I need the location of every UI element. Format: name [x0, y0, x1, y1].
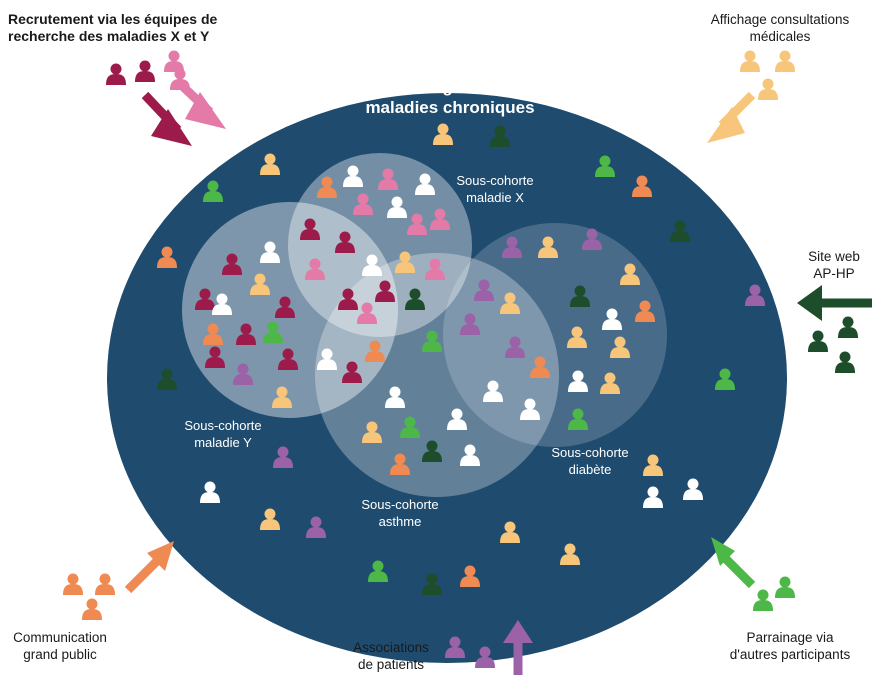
- source-display-label: Affichage consultations médicales: [700, 11, 860, 45]
- source-public-line2: grand public: [23, 647, 97, 662]
- source-person-icon: [838, 316, 858, 338]
- subcohort-diabete-label: Sous-cohorte diabète: [535, 444, 645, 478]
- source-website-label: Site web AP-HP: [795, 248, 873, 282]
- source-patients-label: Associations de patients: [336, 639, 446, 673]
- arrow-patients: [503, 620, 533, 675]
- source-display-line1: Affichage consultations: [710, 12, 850, 27]
- source-person-icon: [82, 598, 102, 620]
- arrow-website: [797, 285, 872, 321]
- subcohort-x-line2: maladie X: [466, 190, 524, 205]
- source-person-icon: [753, 589, 773, 611]
- subcohort-diabete-line2: diabète: [568, 462, 612, 477]
- source-patients-line1: Associations: [353, 640, 429, 655]
- source-public-line1: Communication: [13, 630, 107, 645]
- general-cohort-title: Suivi général maladies chroniques: [330, 76, 570, 118]
- source-person-icon: [775, 50, 795, 72]
- source-sponsorship-line2: d'autres participants: [729, 647, 851, 662]
- general-cohort-title-line2: maladies chroniques: [365, 98, 535, 117]
- source-person-icon: [135, 60, 155, 82]
- subcohort-asthme-line2: asthme: [378, 514, 422, 529]
- subcohort-asthme-line1: Sous-cohorte: [361, 497, 439, 512]
- subcohort-y-line1: Sous-cohorte: [184, 418, 262, 433]
- source-public-label: Communication grand public: [5, 629, 115, 663]
- subcohort-y-label: Sous-cohorte maladie Y: [168, 417, 278, 451]
- source-research-line1: Recrutement via les équipes de: [8, 11, 218, 27]
- subcohort-x-line1: Sous-cohorte: [456, 173, 534, 188]
- subcohort-x-circle: [288, 153, 472, 337]
- source-person-icon: [808, 330, 828, 352]
- source-display-line2: médicales: [749, 29, 811, 44]
- source-person-icon: [63, 573, 83, 595]
- general-cohort-ellipse: [107, 93, 787, 663]
- subcohort-asthme-label: Sous-cohorte asthme: [345, 496, 455, 530]
- arrow-research-maroon: [141, 91, 192, 146]
- arrows: [124, 78, 872, 675]
- general-cohort-title-line1: Suivi général: [397, 77, 503, 96]
- source-sponsorship-label: Parrainage via d'autres participants: [705, 629, 875, 663]
- source-person-icon: [775, 576, 795, 598]
- arrow-public: [124, 541, 174, 594]
- source-person-icon: [835, 351, 855, 373]
- subcohort-y-line2: maladie Y: [194, 435, 252, 450]
- source-person-icon: [740, 50, 760, 72]
- arrow-display: [707, 91, 756, 143]
- subcohort-x-label: Sous-cohorte maladie X: [440, 172, 550, 206]
- source-person-icon: [758, 78, 778, 100]
- source-website-line2: AP-HP: [813, 266, 855, 281]
- source-sponsorship-line1: Parrainage via: [746, 630, 834, 645]
- source-website-line1: Site web: [808, 249, 860, 264]
- arrow-sponsorship: [711, 537, 756, 589]
- source-person-icon: [95, 573, 115, 595]
- source-research-label: Recrutement via les équipes de recherche…: [8, 11, 217, 45]
- source-patients-line2: de patients: [357, 657, 425, 672]
- source-research-line2: recherche des maladies X et Y: [8, 28, 210, 44]
- subcohort-diabete-line1: Sous-cohorte: [551, 445, 629, 460]
- source-person-icon: [106, 63, 126, 85]
